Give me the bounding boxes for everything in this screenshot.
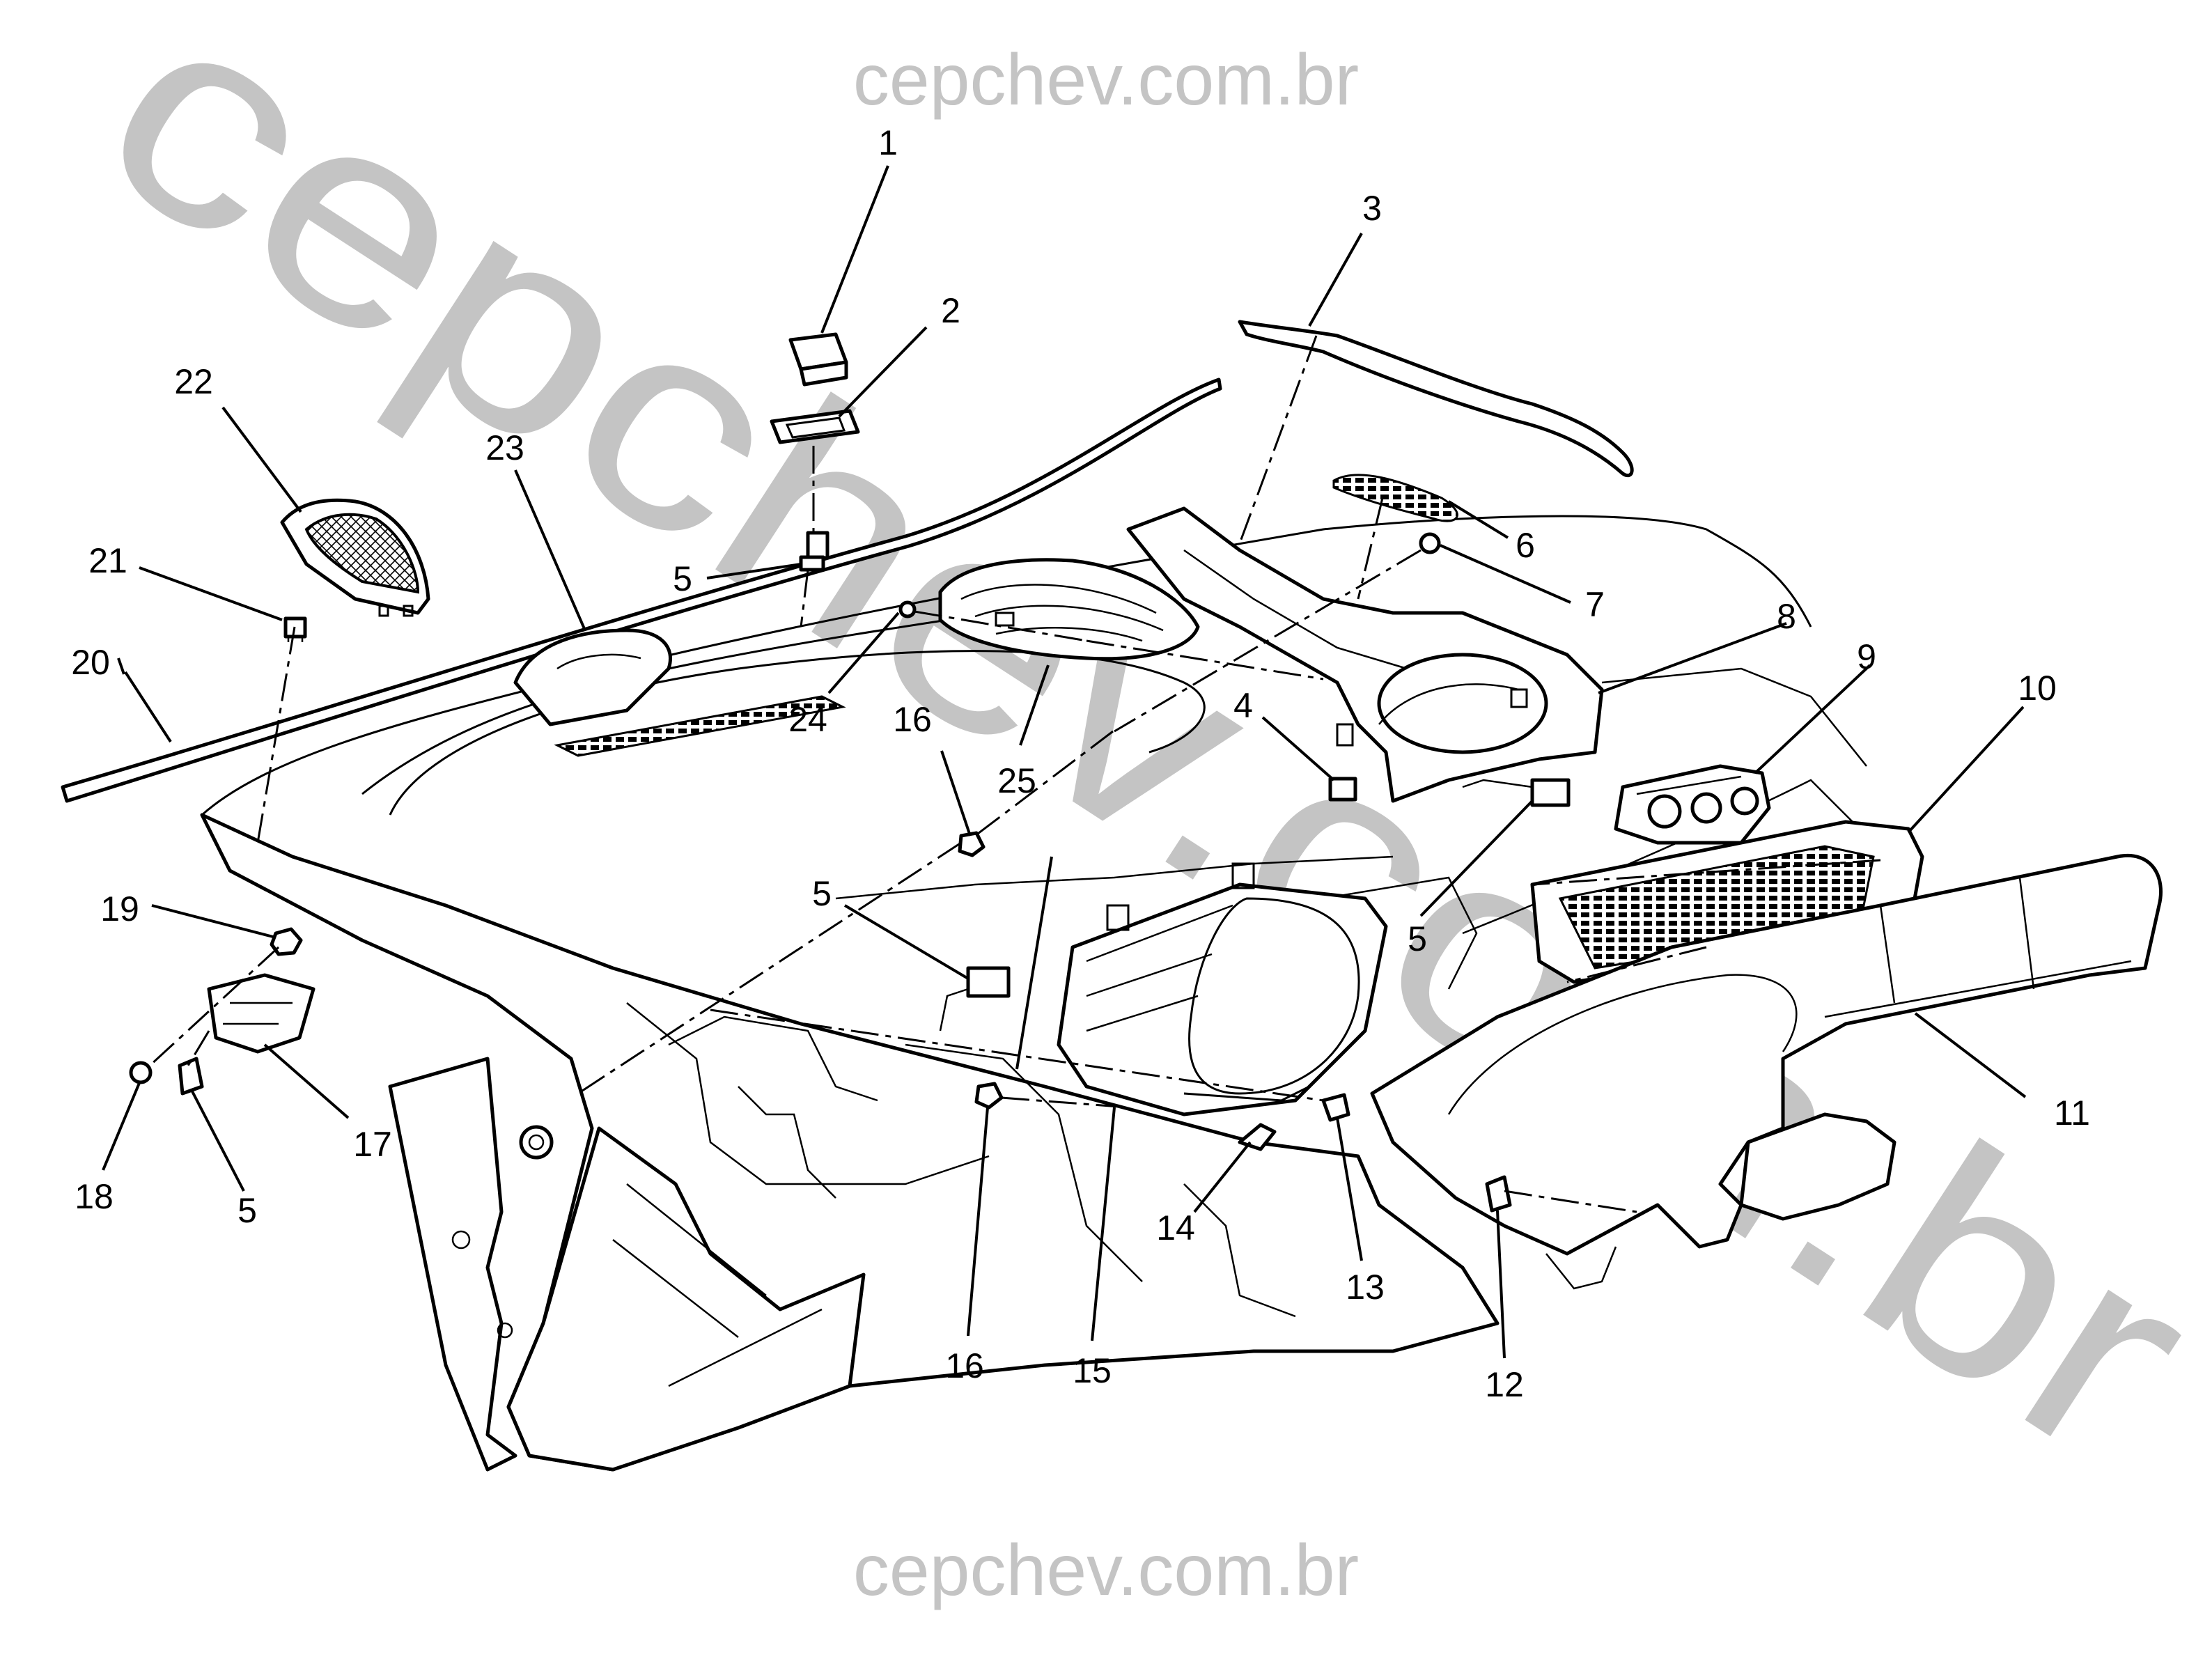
callout-16-upper: 16 (893, 700, 932, 739)
part-small-vent-grille (1332, 474, 1458, 522)
part-clip-21 (283, 616, 307, 642)
callout-19: 19 (100, 889, 139, 928)
callout-22: 22 (174, 362, 213, 401)
callout-2: 2 (941, 291, 960, 330)
callout-21: 21 (88, 541, 127, 580)
part-clip-12 (1485, 1175, 1512, 1213)
fasteners (129, 532, 1571, 1213)
callout-6: 6 (1516, 526, 1535, 565)
callout-7: 7 (1585, 585, 1605, 624)
part-instrument-cluster (1057, 862, 1388, 1116)
part-screw-18 (129, 1061, 153, 1084)
callout-24: 24 (788, 700, 827, 739)
callout-3: 3 (1362, 189, 1382, 228)
callout-15: 15 (1073, 1351, 1112, 1390)
part-connector-4 (1328, 777, 1357, 802)
callout-25: 25 (997, 761, 1036, 800)
callout-8: 8 (1777, 597, 1796, 636)
part-tweeter-grille (280, 498, 430, 617)
callout-5-center: 5 (812, 874, 832, 913)
part-connector-5-right (1530, 778, 1571, 807)
part-screw-7 (1419, 532, 1441, 554)
part-clip-5-lower-left (178, 1057, 204, 1096)
part-screw-24 (898, 600, 917, 618)
callout-5-upper: 5 (673, 559, 692, 598)
part-nut-16-upper (958, 831, 986, 857)
watermark: cepchev.com.br cepchev.com.br cepchev.co… (51, 0, 2212, 1611)
part-clip-13 (1321, 1093, 1350, 1122)
callout-9: 9 (1857, 637, 1876, 676)
part-air-outlet-housing (938, 558, 1200, 661)
part-knee-bolster-bracket (207, 973, 316, 1054)
callout-20: 20 (71, 643, 110, 682)
callout-18: 18 (75, 1177, 114, 1216)
assembly-lines (148, 335, 1881, 1213)
leader-lines (102, 165, 2027, 1359)
callout-5-right: 5 (1408, 919, 1427, 958)
part-connector-5-center (966, 966, 1011, 998)
part-switch-bezel (770, 409, 860, 444)
part-cluster-hood-trim (1126, 506, 1604, 803)
watermark-bottom: cepchev.com.br (853, 1530, 1359, 1611)
part-windshield-garnish-strip (61, 377, 1222, 803)
part-upper-trim-panel (1238, 320, 1634, 478)
callout-labels: 1 2 3 4 5 5 5 5 6 7 8 9 10 11 12 13 14 1… (71, 123, 2090, 1404)
callout-5-lower-left: 5 (237, 1191, 257, 1230)
callout-14: 14 (1156, 1208, 1195, 1247)
callout-17: 17 (353, 1125, 392, 1164)
callout-11: 11 (2054, 1093, 2090, 1132)
callout-16-lower: 16 (945, 1346, 984, 1385)
callout-13: 13 (1346, 1268, 1385, 1307)
part-center-speaker-cover (513, 628, 672, 726)
callout-10: 10 (2018, 669, 2057, 708)
callout-1: 1 (878, 123, 898, 162)
part-nut-16-lower (974, 1082, 1004, 1110)
callout-23: 23 (485, 428, 524, 467)
callout-12: 12 (1485, 1365, 1524, 1404)
part-connector-5-upper (799, 531, 830, 572)
part-climate-control-module (1614, 764, 1771, 845)
watermark-top: cepchev.com.br (853, 40, 1359, 120)
part-hazard-switch (788, 332, 848, 387)
callout-4: 4 (1233, 686, 1253, 725)
part-instrument-panel-lower-trim (1370, 854, 2163, 1290)
instrument-panel-carrier (200, 515, 1867, 1472)
